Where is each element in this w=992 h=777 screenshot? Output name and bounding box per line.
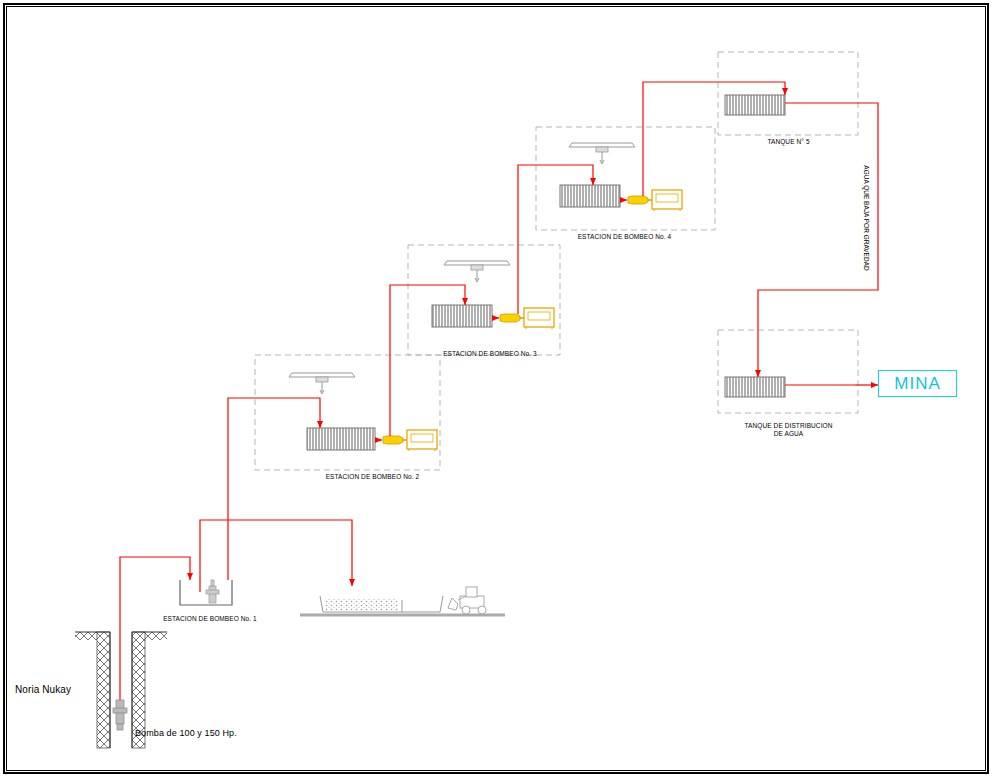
water-pipe <box>643 82 785 185</box>
node-label: ESTACION DE BOMBEO No. 1 <box>163 615 257 622</box>
node-label: Bomba de 100 y 150 Hp. <box>135 728 237 738</box>
pump-station: ESTACION DE BOMBEO No. 3 <box>420 305 560 357</box>
mine-box: MINA <box>878 370 957 397</box>
node-label: ESTACION DE BOMBEO No. 3 <box>443 350 537 357</box>
storage-tank: TANQUE N° 5 <box>722 95 855 145</box>
pipe-label: AGUA QUE BAJA POR GRAVEDAD <box>862 164 870 271</box>
pump-station: ESTACION DE BOMBEO No. 4 <box>552 185 697 240</box>
well-station: Noria NukayBomba de 100 y 150 Hp. <box>10 628 275 750</box>
water-pipe <box>228 398 320 580</box>
node-label: TANQUE N° 5 <box>767 138 809 145</box>
drawing-frame <box>3 3 989 774</box>
node-label: Noria Nukay <box>15 684 71 696</box>
water-pipe <box>855 384 878 385</box>
node-label: TANQUE DE DISTRIBUCION DE AGUA <box>741 422 836 437</box>
pump-station: ESTACION DE BOMBEO No. 1 <box>158 580 262 622</box>
node-label: ESTACION DE BOMBEO No. 2 <box>326 473 420 480</box>
distribution-tank: TANQUE DE DISTRIBUCION DE AGUA <box>722 377 855 437</box>
pump-station: ESTACION DE BOMBEO No. 2 <box>300 428 445 480</box>
water-pipe <box>758 103 878 377</box>
node-label: MINA <box>894 374 941 394</box>
node-label: ESTACION DE BOMBEO No. 4 <box>578 233 672 240</box>
